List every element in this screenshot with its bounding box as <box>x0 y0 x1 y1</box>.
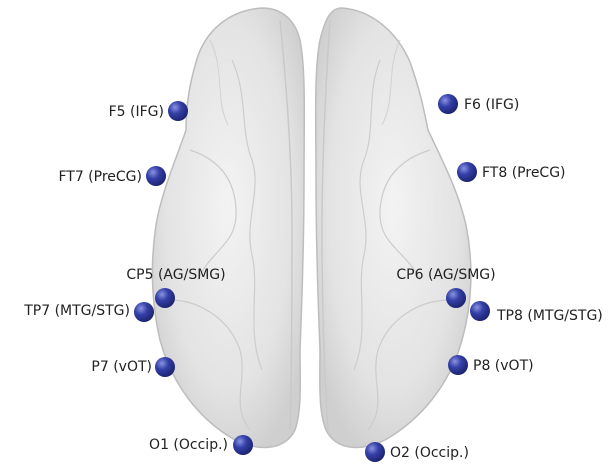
electrode-label: F5 (IFG) <box>109 104 164 120</box>
electrode-label: TP7 (MTG/STG) <box>23 303 130 319</box>
electrode-dot <box>446 288 466 308</box>
electrode-dot <box>365 442 385 462</box>
electrode-FT7: FT7 (PreCG) <box>58 166 166 186</box>
electrode-TP8: TP8 (MTG/STG) <box>470 301 603 324</box>
electrode-label: TP8 (MTG/STG) <box>496 308 603 324</box>
electrode-P7: P7 (vOT) <box>91 357 175 377</box>
electrode-dot <box>438 94 458 114</box>
electrode-label: CP5 (AG/SMG) <box>126 267 225 283</box>
electrode-O1: O1 (Occip.) <box>149 435 253 455</box>
electrode-P8: P8 (vOT) <box>448 355 534 375</box>
right-hemisphere <box>316 8 471 447</box>
electrode-F6: F6 (IFG) <box>438 94 519 114</box>
electrode-dot <box>155 288 175 308</box>
electrode-label: P7 (vOT) <box>91 359 152 375</box>
electrode-dot <box>470 301 490 321</box>
electrode-FT8: FT8 (PreCG) <box>457 162 566 182</box>
electrode-dot <box>457 162 477 182</box>
electrode-TP7: TP7 (MTG/STG) <box>23 302 154 322</box>
electrode-label: O1 (Occip.) <box>149 437 228 453</box>
electrode-label: FT7 (PreCG) <box>58 169 142 185</box>
electrode-label: F6 (IFG) <box>464 97 519 113</box>
electrode-label: P8 (vOT) <box>473 358 534 374</box>
electrode-dot <box>233 435 253 455</box>
electrode-dot <box>168 101 188 121</box>
electrode-dot <box>134 302 154 322</box>
electrode-group: F5 (IFG) FT7 (PreCG) CP5 (AG/SMG) TP7 (M… <box>23 94 603 462</box>
electrode-label: CP6 (AG/SMG) <box>396 267 495 283</box>
electrode-F5: F5 (IFG) <box>109 101 188 121</box>
electrode-label: O2 (Occip.) <box>390 445 469 461</box>
left-hemisphere <box>153 8 305 447</box>
electrode-O2: O2 (Occip.) <box>365 442 469 462</box>
electrode-dot <box>448 355 468 375</box>
electrode-dot <box>146 166 166 186</box>
electrode-dot <box>155 357 175 377</box>
electrode-label: FT8 (PreCG) <box>482 165 566 181</box>
